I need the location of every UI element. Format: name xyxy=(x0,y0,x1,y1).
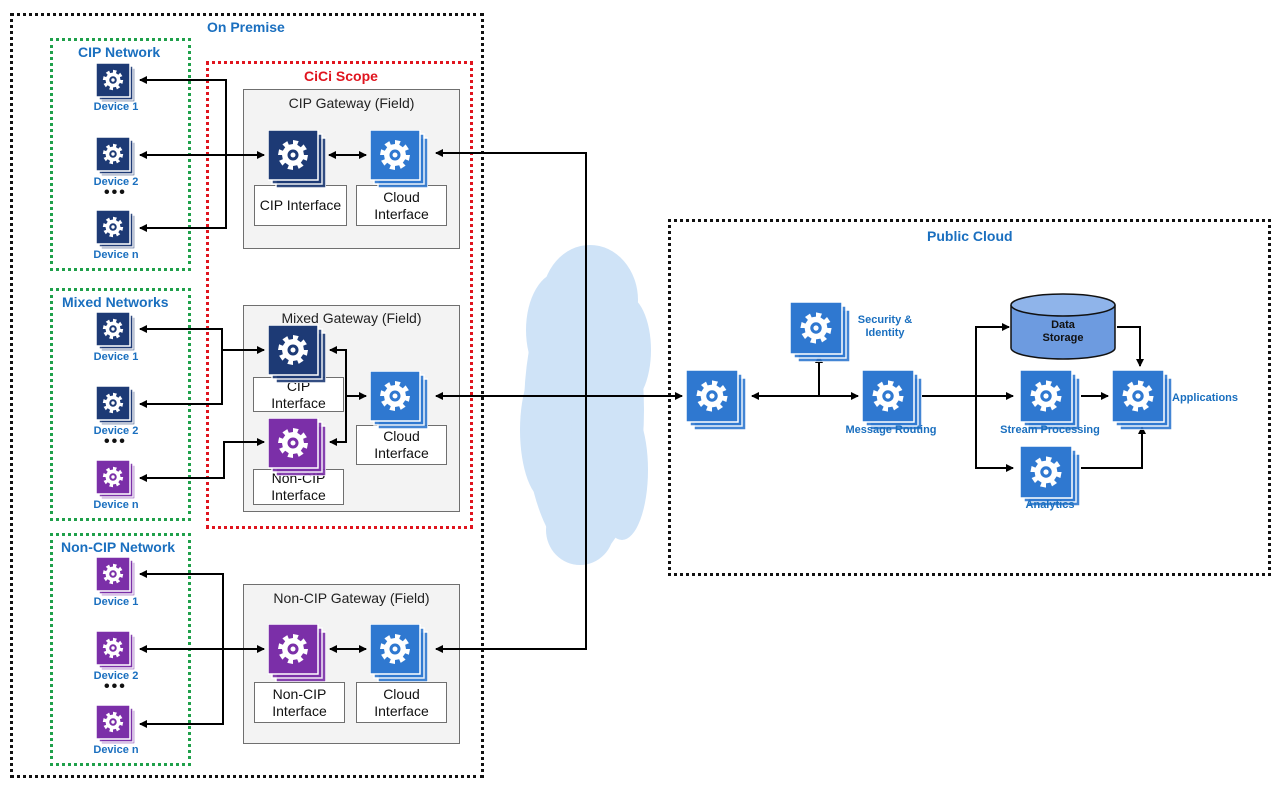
mixed-networks-title: Mixed Networks xyxy=(62,294,169,310)
data-storage-label: Data Storage xyxy=(1042,319,1084,344)
cloud-gateway-gear-icon xyxy=(686,370,746,430)
noncip-cloud-interface-gear-icon xyxy=(370,624,428,682)
applications-gear-icon xyxy=(1112,370,1172,430)
message-routing-gear-icon xyxy=(862,370,922,430)
analytics-label: Analytics xyxy=(1025,499,1075,511)
stream-processing-label: Stream Processing xyxy=(1000,424,1100,436)
internet-cloud-shape xyxy=(520,245,651,565)
on-premise-title: On Premise xyxy=(207,19,285,35)
cip-device-n-icon xyxy=(96,210,135,249)
noncip-interface-gear-icon xyxy=(268,624,326,682)
applications-label: Applications xyxy=(1172,392,1239,404)
non-cip-gateway-title: Non-CIP Gateway (Field) xyxy=(273,590,430,606)
cloud-interface-box-noncip: Cloud Interface xyxy=(356,682,447,723)
non-cip-network-title: Non-CIP Network xyxy=(61,539,176,555)
mixed-non-cip-interface-gear-icon xyxy=(268,418,326,476)
mixed-device-n-icon xyxy=(96,460,135,499)
cloud-interface-box-mixed: Cloud Interface xyxy=(356,425,447,465)
cip-device-2-label: Device 2 xyxy=(93,176,139,188)
cip-interface-gear-icon xyxy=(268,130,326,188)
stream-processing-gear-icon xyxy=(1020,370,1080,430)
data-storage-cylinder xyxy=(1010,293,1116,360)
public-cloud-title: Public Cloud xyxy=(927,228,1013,244)
cip-device-n-label: Device n xyxy=(93,249,139,261)
security-identity-gear-icon xyxy=(790,302,850,362)
noncip-device-1-icon xyxy=(96,557,135,596)
cici-scope-title: CiCi Scope xyxy=(304,68,378,84)
noncip-device-2-icon xyxy=(96,631,135,670)
mixed-cip-interface-gear-icon xyxy=(268,325,326,383)
cip-device-1-label: Device 1 xyxy=(93,101,139,113)
mixed-ellipsis: ••• xyxy=(104,433,127,450)
security-identity-label: Security & Identity xyxy=(857,314,913,339)
noncip-device-1-label: Device 1 xyxy=(93,596,139,608)
mixed-device-2-icon xyxy=(96,386,135,425)
cip-gateway-title: CIP Gateway (Field) xyxy=(288,95,415,111)
cip-device-1-icon xyxy=(96,63,135,102)
mixed-device-2-label: Device 2 xyxy=(93,425,139,437)
noncip-device-n-icon xyxy=(96,705,135,744)
mixed-device-1-label: Device 1 xyxy=(93,351,139,363)
cici-scope-zone xyxy=(206,61,473,529)
cip-device-2-icon xyxy=(96,137,135,176)
message-routing-label: Message Routing xyxy=(845,424,937,436)
analytics-gear-icon xyxy=(1020,446,1080,506)
cip-ellipsis: ••• xyxy=(104,184,127,201)
non-cip-interface-box: Non-CIP Interface xyxy=(254,682,345,723)
cloud-interface-box-cip: Cloud Interface xyxy=(356,185,447,226)
mixed-cloud-interface-gear-icon xyxy=(370,371,428,429)
cip-cloud-interface-gear-icon xyxy=(370,130,428,188)
mixed-gateway-title: Mixed Gateway (Field) xyxy=(281,310,422,326)
noncip-device-2-label: Device 2 xyxy=(93,670,139,682)
noncip-ellipsis: ••• xyxy=(104,678,127,695)
cip-interface-box: CIP Interface xyxy=(254,185,347,226)
mixed-device-1-icon xyxy=(96,312,135,351)
mixed-device-n-label: Device n xyxy=(93,499,139,511)
cip-network-title: CIP Network xyxy=(78,44,161,60)
noncip-device-n-label: Device n xyxy=(93,744,139,756)
